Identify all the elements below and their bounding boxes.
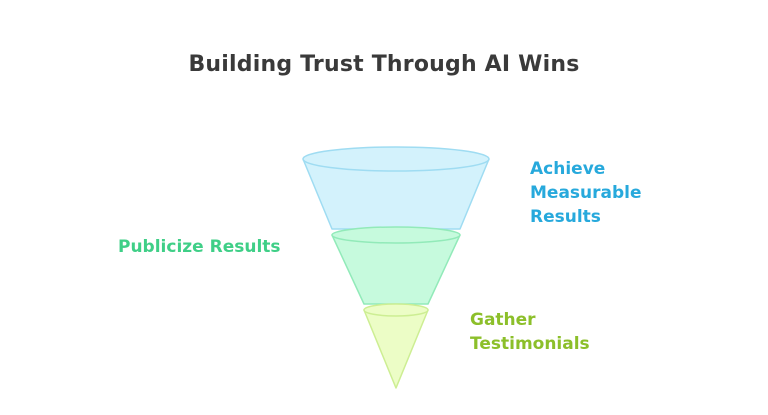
stage-label-line: Publicize Results: [118, 237, 281, 257]
stage-label-achieve-measurable-results: Achieve Measurable Results: [530, 157, 710, 229]
stage-label-publicize-results: Publicize Results: [118, 235, 338, 259]
diagram-title: Building Trust Through AI Wins: [188, 52, 580, 77]
stage-label-line: Measurable: [530, 183, 642, 203]
funnel-stage-2-rim: [331, 226, 461, 244]
funnel-stage-3-rim: [363, 303, 429, 317]
funnel-stage-2: [331, 226, 461, 305]
funnel-stage-1-rim: [302, 146, 490, 172]
funnel-stage-1: [302, 146, 490, 230]
stage-label-line: Achieve: [530, 159, 606, 179]
funnel-stage-2-body: [331, 234, 461, 305]
stage-label-line: Results: [530, 207, 601, 227]
funnel-stage-3: [363, 303, 429, 389]
stage-label-line: Gather: [470, 310, 536, 330]
stage-label-line: Testimonials: [470, 334, 590, 354]
funnel-stage-3-body: [363, 309, 429, 389]
stage-label-gather-testimonials: Gather Testimonials: [470, 308, 670, 356]
